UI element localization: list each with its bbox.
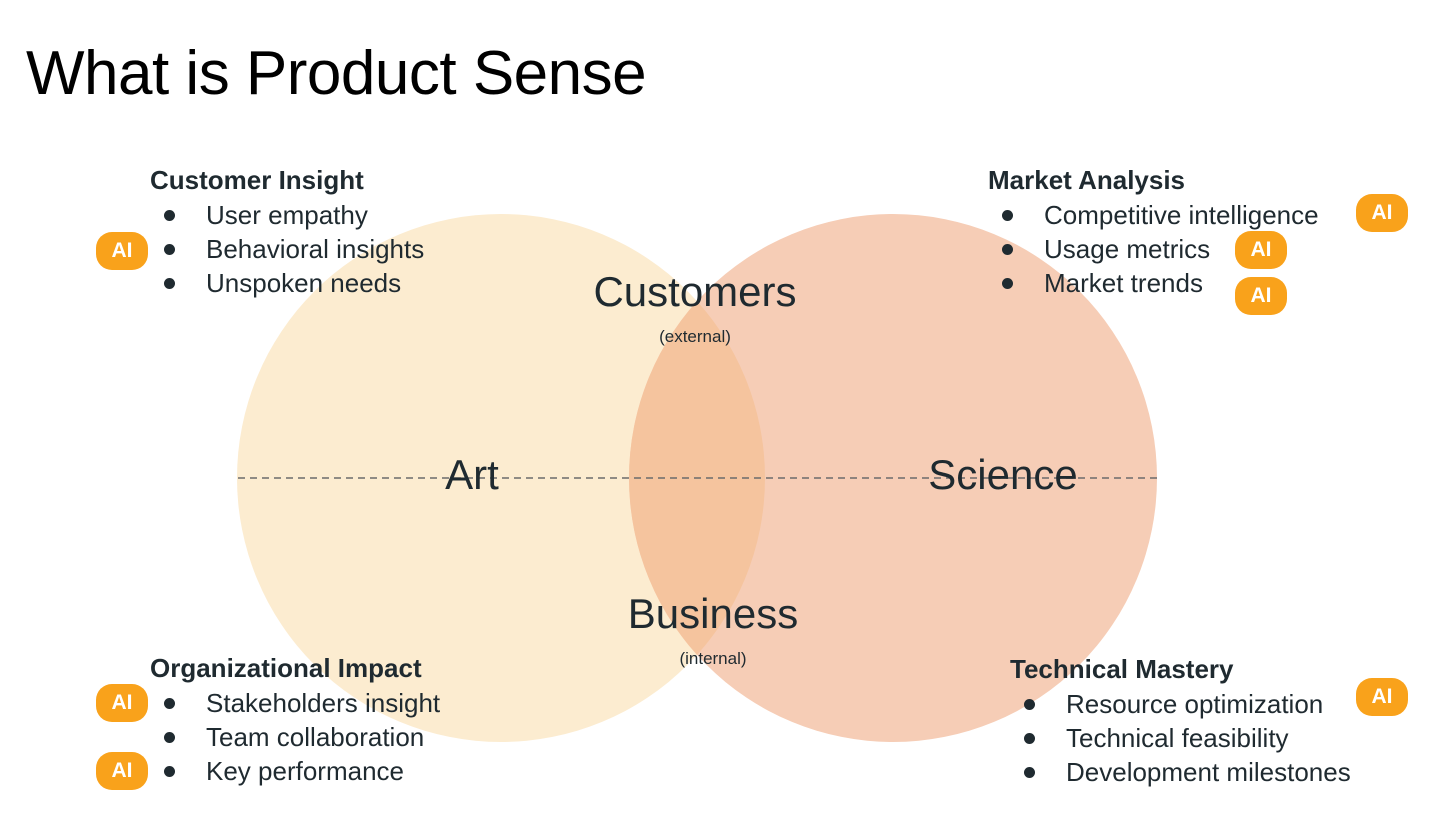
science-label: Science bbox=[928, 451, 1078, 498]
list-item: Team collaboration bbox=[150, 720, 440, 754]
technical-mastery-section: Technical Mastery Resource optimization … bbox=[1010, 654, 1351, 789]
list-item-label: Development milestones bbox=[1066, 757, 1351, 787]
ai-badge-resource-optimization: AI bbox=[1356, 678, 1408, 716]
bullet-icon bbox=[1002, 210, 1013, 221]
list-item: Resource optimization bbox=[1010, 687, 1351, 721]
customer-insight-section: Customer Insight User empathy Behavioral… bbox=[150, 165, 424, 300]
ai-badge-stakeholders-insight: AI bbox=[96, 684, 148, 722]
list-item: Development milestones bbox=[1010, 755, 1351, 789]
bullet-icon bbox=[164, 210, 175, 221]
list-item-label: Resource optimization bbox=[1066, 689, 1324, 719]
customers-sublabel: (external) bbox=[659, 327, 731, 346]
bullet-icon bbox=[1024, 733, 1035, 744]
ai-badge-competitive-intelligence: AI bbox=[1356, 194, 1408, 232]
list-item-label: Stakeholders insight bbox=[206, 688, 441, 718]
ai-badge-usage-metrics: AI bbox=[1235, 231, 1287, 269]
customers-label: Customers bbox=[593, 268, 797, 315]
bullet-icon bbox=[1024, 699, 1035, 710]
organizational-impact-section: Organizational Impact Stakeholders insig… bbox=[150, 653, 440, 788]
list-item-label: User empathy bbox=[206, 200, 368, 230]
list-item: Technical feasibility bbox=[1010, 721, 1351, 755]
list-item: Unspoken needs bbox=[150, 266, 424, 300]
list-item-label: Technical feasibility bbox=[1066, 723, 1289, 753]
ai-badge-key-performance: AI bbox=[96, 752, 148, 790]
art-label: Art bbox=[445, 451, 499, 498]
list-item-label: Usage metrics bbox=[1044, 234, 1211, 264]
list-item: Usage metrics bbox=[988, 232, 1319, 266]
art-circle bbox=[237, 214, 765, 742]
business-label: Business bbox=[627, 590, 799, 637]
bullet-icon bbox=[1002, 278, 1013, 289]
list-item: Competitive intelligence bbox=[988, 198, 1319, 232]
ai-badge-behavioral-insights: AI bbox=[96, 232, 148, 270]
business-sublabel: (internal) bbox=[679, 649, 747, 668]
section-heading: Customer Insight bbox=[150, 165, 364, 195]
list-item-label: Market trends bbox=[1044, 268, 1203, 298]
ai-badge-market-trends: AI bbox=[1235, 277, 1287, 315]
list-item: Stakeholders insight bbox=[150, 686, 440, 720]
bullet-icon bbox=[164, 732, 175, 743]
bullet-icon bbox=[164, 698, 175, 709]
list-item-label: Behavioral insights bbox=[206, 234, 425, 264]
section-heading: Market Analysis bbox=[988, 165, 1186, 195]
list-item: Key performance bbox=[150, 754, 440, 788]
section-heading: Organizational Impact bbox=[150, 653, 422, 683]
page-title: What is Product Sense bbox=[26, 39, 647, 108]
list-item: Market trends bbox=[988, 266, 1319, 300]
section-heading: Technical Mastery bbox=[1010, 654, 1234, 684]
list-item-label: Unspoken needs bbox=[206, 268, 402, 298]
list-item-label: Competitive intelligence bbox=[1044, 200, 1319, 230]
list-item: User empathy bbox=[150, 198, 424, 232]
list-item: Behavioral insights bbox=[150, 232, 424, 266]
bullet-icon bbox=[164, 766, 175, 777]
bullet-icon bbox=[1002, 244, 1013, 255]
bullet-icon bbox=[164, 278, 175, 289]
list-item-label: Key performance bbox=[206, 756, 404, 786]
list-item-label: Team collaboration bbox=[206, 722, 425, 752]
bullet-icon bbox=[164, 244, 175, 255]
bullet-icon bbox=[1024, 767, 1035, 778]
market-analysis-section: Market Analysis Competitive intelligence… bbox=[988, 165, 1319, 300]
